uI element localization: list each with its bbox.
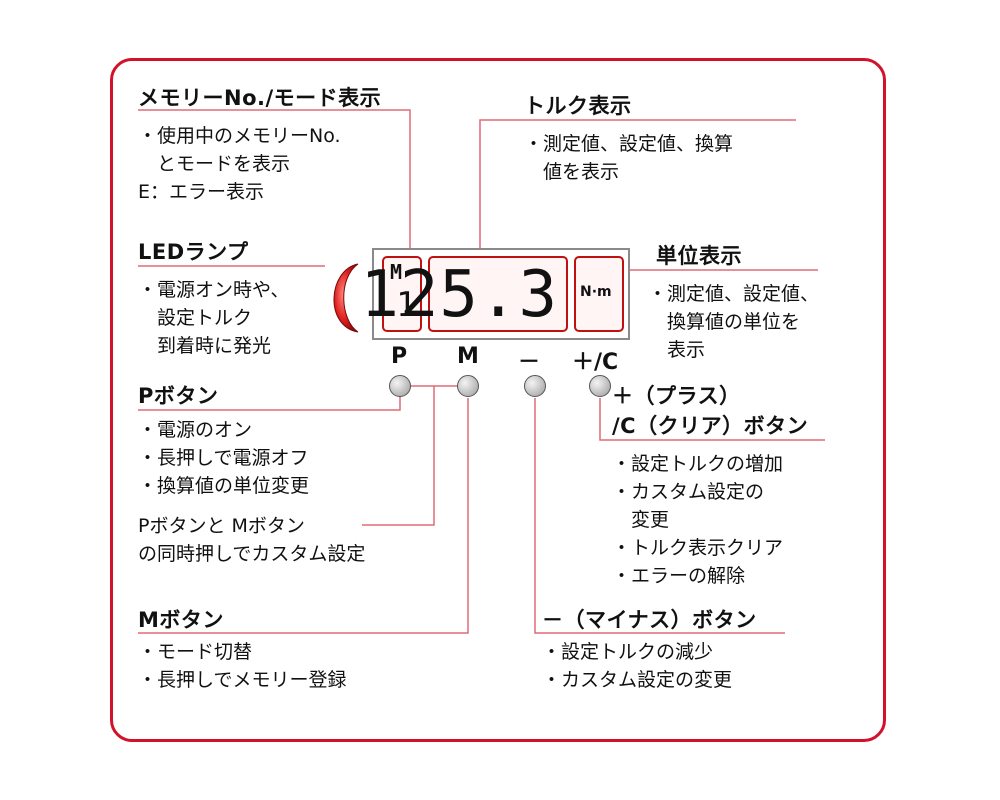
- minus-button-line-2: カスタム設定の変更: [542, 666, 732, 694]
- led-line-3: 到着時に発光: [138, 335, 272, 357]
- memory-mode-display: M 1: [382, 256, 422, 332]
- torque-value: 125.3: [360, 258, 558, 332]
- torque-line-2: 値を表示: [524, 161, 620, 183]
- unit-line-2: 換算値の単位を: [648, 311, 801, 333]
- unit-line-1: ・測定値、設定値、: [648, 283, 820, 305]
- leader-torque: [479, 119, 796, 254]
- p-button-line-1: 電源のオン: [138, 416, 309, 444]
- memory-mode-line-3: E：エラー表示: [138, 181, 265, 203]
- memory-mode-line-2: とモードを表示: [138, 153, 291, 175]
- plus-c-button-description: ・設定トルクの増加 ・カスタム設定の 変更 ・トルク表示クリア ・エラーの解除: [612, 450, 783, 590]
- plus-c-line-5: ・エラーの解除: [612, 565, 746, 587]
- plus-c-button-heading-line-2: /C（クリア）ボタン: [612, 414, 809, 438]
- m-button-line-1: モード切替: [138, 638, 346, 666]
- leader-m: [138, 398, 469, 634]
- combo-line-1: Pボタンと Mボタン: [138, 515, 305, 537]
- unit-display: N·m: [574, 256, 624, 332]
- torque-description: ・測定値、設定値、換算 値を表示: [524, 130, 733, 186]
- diagram-frame: [110, 58, 886, 742]
- m-button-label: M: [457, 344, 479, 369]
- plus-c-button-heading-line-1: ＋（プラス）: [612, 384, 741, 408]
- plus-c-line-2: ・カスタム設定の: [612, 481, 765, 503]
- unit-description: ・測定値、設定値、 換算値の単位を 表示: [648, 280, 819, 364]
- combo-description: Pボタンと Mボタン の同時押しでカスタム設定: [138, 512, 365, 568]
- minus-button-line-1: 設定トルクの減少: [542, 638, 732, 666]
- plus-c-line-1: ・設定トルクの増加: [612, 453, 784, 475]
- memory-mode-heading: メモリーNo./モード表示: [138, 86, 382, 110]
- combo-line-2: の同時押しでカスタム設定: [138, 543, 366, 565]
- memory-mode-line-1: ・使用中のメモリーNo.: [138, 125, 341, 147]
- m-button[interactable]: [457, 375, 479, 397]
- unit-heading: 単位表示: [656, 244, 742, 268]
- m-button-line-2: 長押しでメモリー登録: [138, 666, 346, 694]
- minus-button-description: 設定トルクの減少 カスタム設定の変更: [542, 638, 732, 694]
- display-panel: M 1 125.3 N·m: [360, 248, 630, 340]
- minus-button-heading: －（マイナス）ボタン: [542, 608, 757, 632]
- led-lamp-icon: [333, 263, 359, 333]
- torque-heading: トルク表示: [524, 94, 632, 118]
- led-line-2: 設定トルク: [138, 307, 253, 329]
- p-button-line-2: 長押しで電源オフ: [138, 444, 309, 472]
- plus-c-line-4: ・トルク表示クリア: [612, 537, 784, 559]
- torque-line-1: ・測定値、設定値、換算: [524, 133, 734, 155]
- unit-value: N·m: [580, 284, 612, 300]
- leader-memory: [138, 109, 411, 252]
- p-button[interactable]: [389, 375, 411, 397]
- p-button-line-3: 換算値の単位変更: [138, 472, 309, 500]
- memory-mode-letter: M: [390, 260, 403, 284]
- led-line-1: ・電源オン時や、: [138, 279, 290, 301]
- minus-button-label: －: [518, 350, 541, 375]
- led-description: ・電源オン時や、 設定トルク 到着時に発光: [138, 276, 289, 360]
- p-button-heading: Pボタン: [138, 384, 219, 408]
- memory-number-digit: 1: [396, 285, 417, 325]
- p-button-description: 電源のオン 長押しで電源オフ 換算値の単位変更: [138, 416, 309, 500]
- plus-c-button-label: ＋/C: [572, 350, 619, 375]
- led-heading: LEDランプ: [138, 240, 249, 264]
- plus-c-line-3: 変更: [612, 509, 670, 531]
- unit-line-3: 表示: [648, 339, 706, 361]
- plus-c-button[interactable]: [589, 375, 611, 397]
- minus-button[interactable]: [524, 375, 546, 397]
- memory-mode-description: ・使用中のメモリーNo. とモードを表示 E：エラー表示: [138, 122, 341, 206]
- p-button-label: P: [391, 344, 408, 369]
- leader-minus: [534, 398, 785, 634]
- torque-display: 125.3: [360, 256, 568, 332]
- m-button-heading: Mボタン: [138, 608, 224, 632]
- leader-combo: [362, 385, 435, 526]
- leader-plus: [599, 398, 825, 441]
- leader-p: [138, 396, 401, 411]
- m-button-description: モード切替 長押しでメモリー登録: [138, 638, 346, 694]
